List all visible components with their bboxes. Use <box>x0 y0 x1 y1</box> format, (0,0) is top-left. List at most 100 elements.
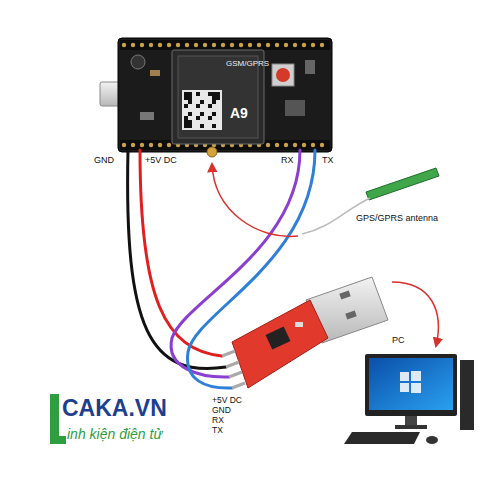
microphone <box>131 55 145 69</box>
antenna-connector <box>207 147 217 157</box>
logo-text: CAKA.VN <box>62 396 167 421</box>
header-pin <box>140 43 144 47</box>
pin-label: +5V DC <box>145 156 177 166</box>
header-pin <box>302 143 306 147</box>
qr-cell <box>184 120 188 124</box>
pin-label: GND <box>212 406 231 415</box>
header-pin <box>239 43 243 47</box>
qr-code <box>182 90 222 130</box>
qr-cell <box>184 104 188 108</box>
module-shield <box>178 56 258 138</box>
header-pin <box>203 43 207 47</box>
usb-slot <box>345 311 356 320</box>
black-wire <box>128 150 226 368</box>
header-pin <box>212 43 216 47</box>
header-pin <box>131 143 135 147</box>
a9-board <box>100 38 332 157</box>
qr-cell <box>212 92 216 96</box>
monitor <box>365 354 457 416</box>
pc <box>344 282 474 444</box>
header-pin <box>194 43 198 47</box>
pin-label: RX <box>281 156 294 166</box>
qr-cell <box>208 104 212 108</box>
qr-cell <box>196 116 200 120</box>
header-pin <box>311 43 315 47</box>
qr-cell <box>196 92 200 96</box>
smd-part <box>305 60 315 74</box>
qr-cell <box>200 124 204 128</box>
qr-cell <box>200 100 204 104</box>
part-label: PC <box>392 336 405 346</box>
qr-cell <box>216 92 220 96</box>
qr-cell <box>188 120 192 124</box>
screen <box>369 358 453 410</box>
pin-header <box>120 40 330 50</box>
monitor-base <box>395 425 427 429</box>
qr-cell <box>208 116 212 120</box>
header-pin <box>230 43 234 47</box>
pin-label: TX <box>212 426 223 435</box>
push-button <box>272 64 294 86</box>
header-pin <box>176 43 180 47</box>
chip-marking: A9 <box>230 106 248 121</box>
qr-cell <box>212 100 216 104</box>
header-pin <box>257 43 261 47</box>
pcb-board <box>118 38 332 152</box>
header-pin <box>149 43 153 47</box>
qr-cell <box>184 92 188 96</box>
qr-cell <box>200 112 204 116</box>
header-pin <box>266 143 270 147</box>
header-pin <box>248 43 252 47</box>
header-pin <box>275 143 279 147</box>
header-pin <box>167 43 171 47</box>
smd-part <box>285 100 305 116</box>
antenna-strip <box>366 168 439 200</box>
logo-tagline: inh kiện điện tử <box>67 427 162 442</box>
part-label: GPS/GPRS antenna <box>356 214 438 224</box>
qr-cell <box>188 96 192 100</box>
usb-slot <box>339 291 350 300</box>
header-pin <box>293 43 297 47</box>
header-pin <box>284 43 288 47</box>
qr-cell <box>184 124 188 128</box>
red-arrow <box>392 282 438 346</box>
pin-label: TX <box>322 156 334 166</box>
pin-label: RX <box>212 416 224 425</box>
qr-cell <box>188 124 192 128</box>
header-pin <box>131 43 135 47</box>
qr-cell <box>212 124 216 128</box>
mouse <box>426 436 438 444</box>
header-pin <box>311 143 315 147</box>
monitor-stand <box>405 416 417 426</box>
qr-cell <box>188 100 192 104</box>
pin-label: GND <box>94 156 114 166</box>
qr-cell <box>184 116 188 120</box>
header-pin <box>284 143 288 147</box>
gps-gprs-antenna <box>212 164 439 236</box>
pin-label: +5V DC <box>212 396 242 405</box>
red-arrow <box>212 164 298 236</box>
pc-tower <box>460 360 474 430</box>
header-pin <box>320 43 324 47</box>
header-pin <box>293 143 297 147</box>
smd-part <box>150 70 160 76</box>
keyboard <box>344 432 420 444</box>
header-pin <box>266 43 270 47</box>
button-cap <box>276 68 290 82</box>
header-pin <box>122 43 126 47</box>
header-pin <box>275 43 279 47</box>
qr-cell <box>216 96 220 100</box>
header-pin <box>149 143 153 147</box>
header-pin <box>167 143 171 147</box>
chip <box>266 327 291 350</box>
smd-part <box>295 322 303 327</box>
windows-logo <box>400 371 421 393</box>
qr-cell <box>212 96 216 100</box>
header-pins <box>122 43 324 147</box>
header-pin <box>221 43 225 47</box>
header-pin <box>320 143 324 147</box>
chip-marking: GSM/GPRS <box>226 60 269 69</box>
qr-cell <box>184 96 188 100</box>
